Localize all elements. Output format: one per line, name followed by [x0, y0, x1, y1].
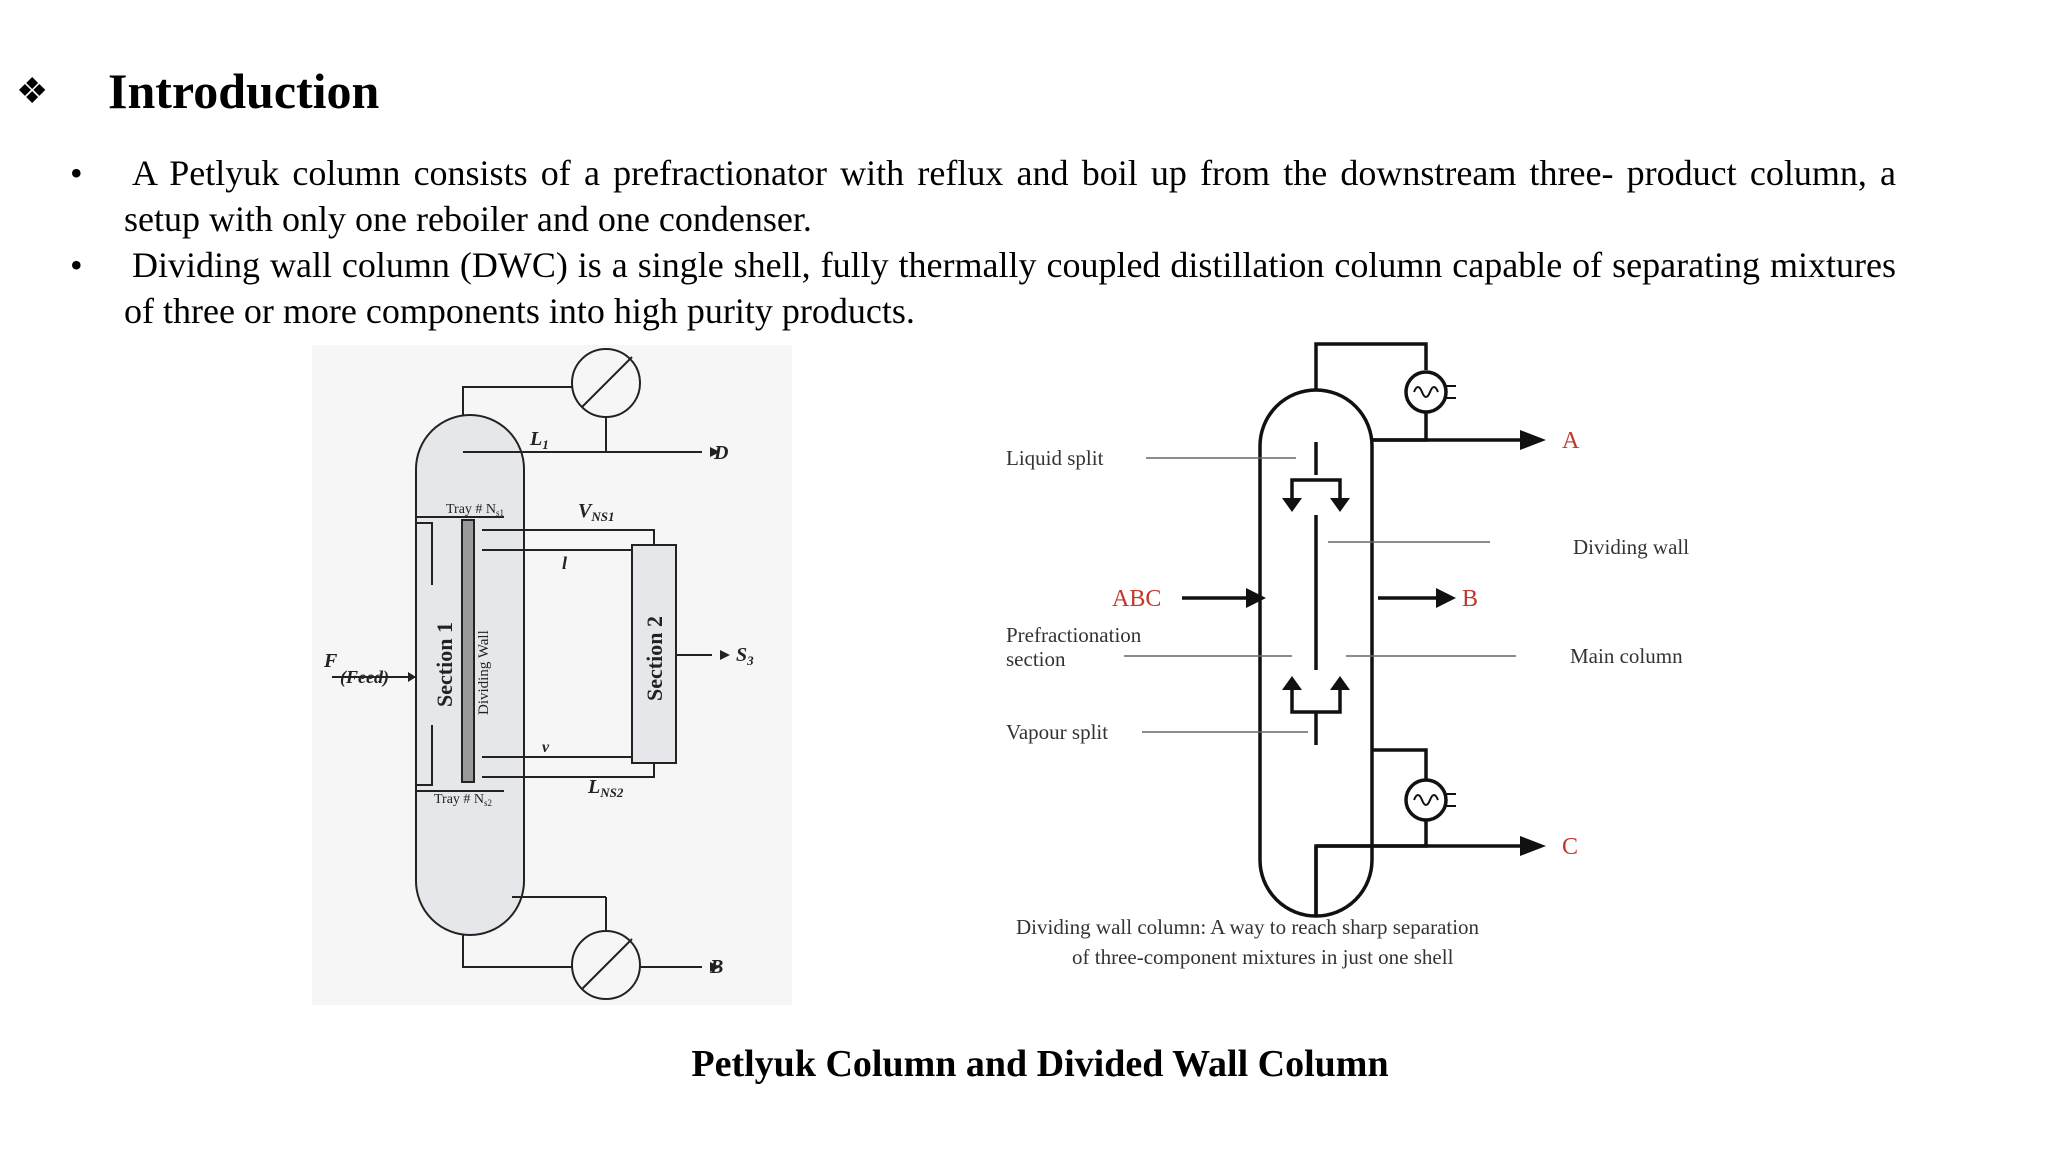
- label-l: l: [562, 553, 567, 573]
- label-section-2: Section 2: [642, 616, 667, 701]
- label-b: B: [709, 956, 723, 978]
- four-diamond-icon: ❖: [16, 71, 49, 111]
- label-feed-abc: ABC: [1112, 586, 1161, 612]
- dwc-figure: Liquid split Dividing wall Prefractionat…: [990, 340, 1750, 985]
- list-item: • Dividing wall column (DWC) is a single…: [70, 242, 1896, 334]
- bullet-list: • A Petlyuk column consists of a prefrac…: [70, 150, 1896, 334]
- label-section-1: Section 1: [432, 622, 457, 707]
- label-vapour-split: Vapour split: [1006, 720, 1108, 744]
- label-product-a: A: [1562, 428, 1580, 454]
- label-tray-top: Tray # Ns1: [446, 502, 504, 518]
- label-s3: S3: [736, 644, 754, 668]
- section-heading: ❖ Introduction: [16, 62, 379, 120]
- label-dividing-wall: Dividing Wall: [476, 630, 492, 715]
- label-dividing-wall: Dividing wall: [1573, 535, 1689, 559]
- dwc-caption-line-2: of three-component mixtures in just one …: [1072, 945, 1454, 969]
- label-f: F: [323, 650, 338, 672]
- label-feed: (Feed): [340, 667, 389, 688]
- label-main-column: Main column: [1570, 644, 1683, 668]
- label-lns2: LNS2: [587, 776, 624, 800]
- label-prefractionation: Prefractionation: [1006, 623, 1142, 647]
- label-product-c: C: [1562, 834, 1578, 860]
- bullet-icon: •: [70, 245, 83, 285]
- bullet-icon: •: [70, 153, 83, 193]
- list-item: • A Petlyuk column consists of a prefrac…: [70, 150, 1896, 242]
- label-prefractionation-section: section: [1006, 647, 1066, 671]
- heading-title: Introduction: [108, 63, 380, 119]
- label-d: D: [713, 442, 728, 464]
- label-v: v: [542, 739, 550, 756]
- bullet-text: A Petlyuk column consists of a prefracti…: [124, 153, 1896, 239]
- dwc-caption-line-1: Dividing wall column: A way to reach sha…: [1016, 915, 1480, 939]
- bullet-text: Dividing wall column (DWC) is a single s…: [124, 245, 1896, 331]
- figure-caption: Petlyuk Column and Divided Wall Column: [691, 1043, 1389, 1085]
- label-product-b: B: [1462, 586, 1478, 612]
- label-l1: L1: [529, 428, 549, 452]
- label-vns1: VNS1: [578, 500, 614, 524]
- petlyuk-column-figure: L1 D VNS1 l F (Feed) S3 v LNS2 B Tray # …: [312, 345, 792, 1010]
- label-liquid-split: Liquid split: [1006, 446, 1104, 470]
- label-tray-bottom: Tray # Ns2: [434, 792, 492, 808]
